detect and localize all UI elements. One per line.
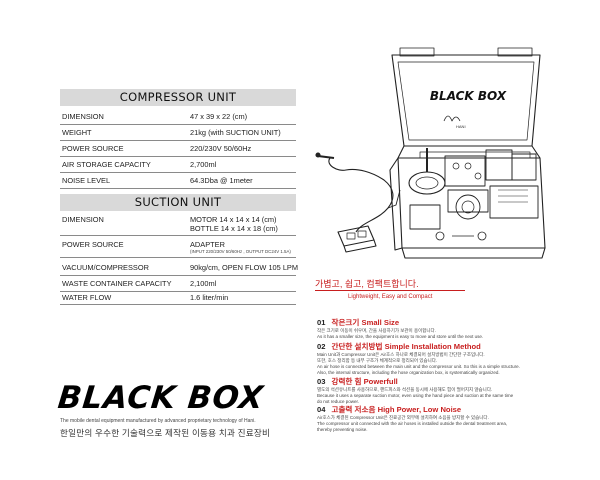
feature-text: 별도의 석션유니트를 사용하므로, 핸드피스와 석션을 동시에 사용해도 힘이 … — [317, 387, 493, 392]
feature-text: do not reduce power. — [317, 399, 360, 404]
spec-value: 64.3Dba @ 1meter — [190, 176, 253, 185]
spec-value: 2,700ml — [190, 160, 217, 169]
spec-row: POWER SOURCE ADAPTER (INPUT 220/230V 50/… — [60, 240, 296, 258]
feature-title: 강력한 힘 Powerfull — [331, 377, 398, 386]
spec-row: WATER FLOW 1.6 liter/min — [60, 293, 296, 305]
tagline-ko: 가볍고, 쉽고, 컴팩트합니다. — [315, 279, 419, 289]
feature-heading: 03 강력한 힘 Powerfull — [317, 377, 545, 387]
lid-logo: BLACK BOX — [430, 89, 507, 103]
feature-title: 고출력 저소음 High Power, Low Noise — [331, 405, 462, 414]
suction-unit-heading: SUCTION UNIT — [60, 194, 296, 211]
spec-row: WASTE CONTAINER CAPACITY 2,100ml — [60, 279, 296, 292]
feature-04: 04 고출력 저소음 High Power, Low Noise Air호스가 체… — [317, 405, 545, 433]
spec-label: WASTE CONTAINER CAPACITY — [62, 279, 172, 288]
spec-value: 21kg (with SUCTION UNIT) — [190, 128, 281, 137]
feature-text: The compressor unit connected with the a… — [317, 421, 508, 426]
spec-note: (INPUT 220/230V 50/60Hz , OUTPUT DC24V 1… — [190, 249, 291, 254]
spec-value-2: BOTTLE 14 x 14 x 18 (cm) — [190, 224, 278, 233]
feature-text: Because it uses a separate suction motor… — [317, 393, 514, 398]
spec-label: AIR STORAGE CAPACITY — [62, 160, 151, 169]
spec-value: ADAPTER — [190, 240, 225, 249]
spec-value: 220/230V 50/60Hz — [190, 144, 252, 153]
feature-03: 03 강력한 힘 Powerfull 별도의 석션유니트를 사용하므로, 핸드피스… — [317, 377, 545, 405]
maker-logo-icon — [443, 115, 461, 122]
feature-text: Main Unit과 Compressor Unit은 Air호스 하나로 체결… — [317, 352, 485, 357]
feature-number: 02 — [317, 342, 326, 351]
spec-value: 2,100ml — [190, 279, 217, 288]
foot-pedal — [337, 225, 375, 247]
spec-row: VACUUM/COMPRESSOR 90kg/cm, OPEN FLOW 105… — [60, 263, 299, 276]
feature-text: Also, the internal structure, including … — [317, 370, 500, 375]
feature-title: 작은크기 Small Size — [331, 318, 400, 327]
feature-text: 작은 크기로 이동이 쉬우며, 간을 사용하기가 보관이 용이합니다. — [317, 328, 436, 333]
compressor-unit-heading: COMPRESSOR UNIT — [60, 89, 296, 106]
spec-row: DIMENSION 47 x 39 x 22 (cm) — [60, 112, 296, 125]
feature-number: 03 — [317, 377, 326, 386]
feature-heading: 01 작은크기 Small Size — [317, 318, 545, 328]
drain-bottle — [408, 171, 446, 195]
spec-row: DIMENSION MOTOR 14 x 14 x 14 (cm) BOTTLE… — [60, 215, 296, 236]
feature-heading: 02 간단한 설치방법 Simple Installation Method — [317, 342, 545, 352]
spec-row: WEIGHT 21kg (with SUCTION UNIT) — [60, 128, 296, 141]
feature-title: 간단한 설치방법 Simple Installation Method — [331, 342, 481, 351]
feature-number: 04 — [317, 405, 326, 414]
spec-label: POWER SOURCE — [62, 144, 124, 153]
feature-02: 02 간단한 설치방법 Simple Installation Method Ma… — [317, 342, 545, 376]
spec-label: POWER SOURCE — [62, 240, 124, 249]
handpiece-icon — [317, 155, 335, 159]
tagline-en: Lightweight, Easy and Compact — [348, 294, 433, 300]
feature-text: thereby preventing noise. — [317, 427, 368, 432]
spec-label: WEIGHT — [62, 128, 92, 137]
maker-label: HANI — [456, 124, 466, 129]
feature-heading: 04 고출력 저소음 High Power, Low Noise — [317, 405, 545, 415]
spec-label: DIMENSION — [62, 112, 104, 121]
feature-text: As it has a smaller size, the equipment … — [317, 334, 484, 339]
footer-description-en: The mobile dental equipment manufactured… — [60, 418, 256, 424]
spec-value-group: ADAPTER (INPUT 220/230V 50/60Hz , OUTPUT… — [190, 240, 291, 254]
feature-01: 01 작은크기 Small Size 작은 크기로 이동이 쉬우며, 간을 사용하… — [317, 318, 545, 340]
spec-label: DIMENSION — [62, 215, 104, 224]
spec-value: 1.6 liter/min — [190, 293, 229, 302]
spec-label: NOISE LEVEL — [62, 176, 111, 185]
case-body — [397, 157, 546, 249]
hose — [328, 157, 394, 233]
spec-value-group: MOTOR 14 x 14 x 14 (cm) BOTTLE 14 x 14 x… — [190, 215, 278, 233]
spec-row: AIR STORAGE CAPACITY 2,700ml — [60, 160, 296, 173]
spec-value: 90kg/cm, OPEN FLOW 105 LPM — [190, 263, 299, 272]
feature-text: Air호스가 체결된 Compressor Unit은 진료공간 외부에 설치하… — [317, 415, 489, 420]
spec-row: NOISE LEVEL 64.3Dba @ 1meter — [60, 176, 296, 189]
feature-number: 01 — [317, 318, 326, 327]
spec-value: MOTOR 14 x 14 x 14 (cm) — [190, 215, 277, 224]
spec-label: VACUUM/COMPRESSOR — [62, 263, 149, 272]
spec-row: POWER SOURCE 220/230V 50/60Hz — [60, 144, 296, 157]
tagline-divider — [315, 290, 465, 291]
control-panel — [444, 155, 486, 187]
spec-label: WATER FLOW — [62, 293, 112, 302]
feature-text: 또한, 호스 정리함 등 내부 구조가 체계적으로 정리되어 있습니다. — [317, 358, 438, 363]
footer-description-ko: 한일만의 우수한 기술력으로 제작된 이동용 치과 진료장비 — [60, 428, 271, 438]
spec-value: 47 x 39 x 22 (cm) — [190, 112, 248, 121]
feature-text: An air hose is connected between the mai… — [317, 364, 520, 369]
